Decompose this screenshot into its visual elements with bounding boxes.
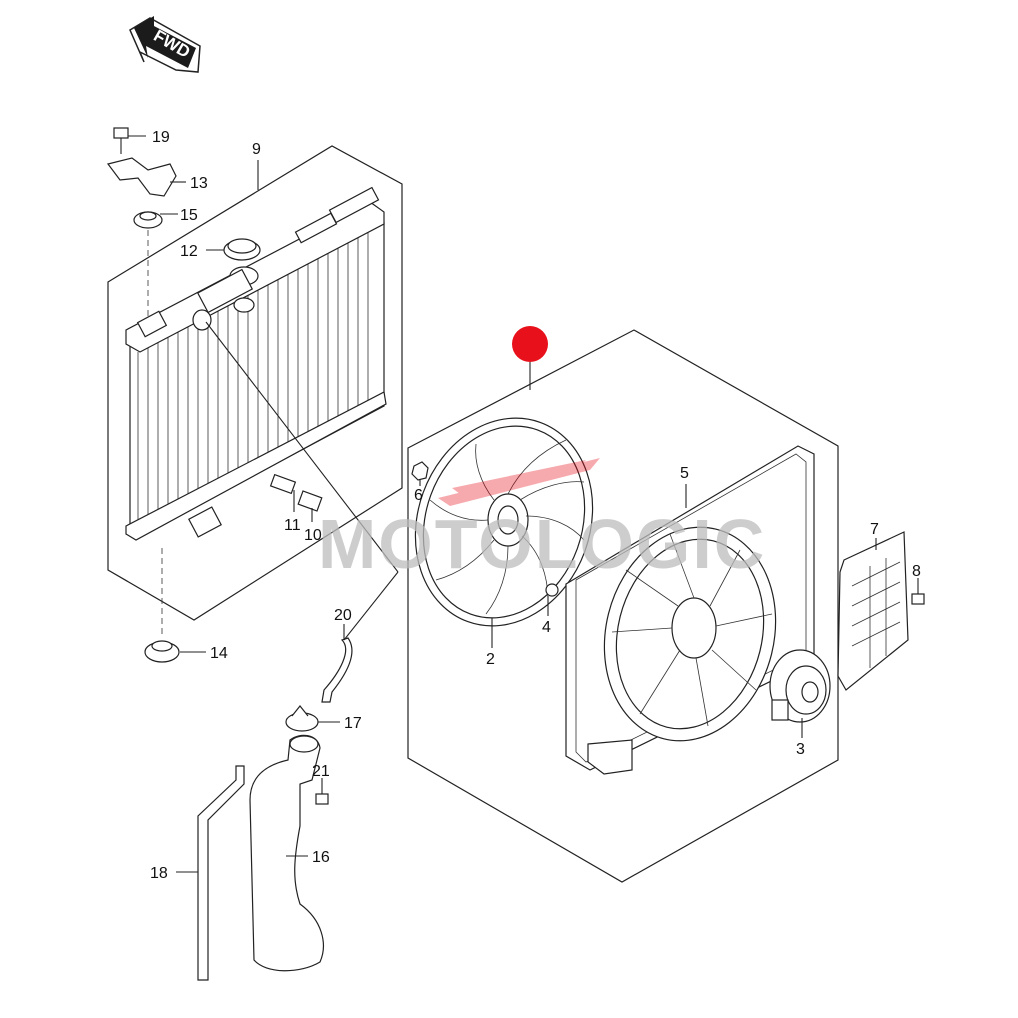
bolt-19 — [113, 127, 129, 154]
callout-12: 12 — [180, 243, 198, 260]
callout-11: 11 — [284, 517, 301, 534]
radiator-group-outline — [107, 145, 403, 621]
callout-5: 5 — [680, 465, 689, 482]
screw-4 — [545, 583, 559, 597]
callout-13: 13 — [190, 175, 208, 192]
callout-6: 6 — [414, 487, 423, 504]
highlight-marker[interactable] — [512, 326, 548, 362]
nut-6 — [411, 461, 429, 481]
bolt-21 — [315, 793, 329, 805]
fan-shroud — [565, 445, 815, 775]
reservoir-tank — [249, 734, 324, 972]
callout-17: 17 — [344, 715, 362, 732]
fan-group-outline — [407, 329, 839, 883]
callout-15: 15 — [180, 207, 198, 224]
callout-18: 18 — [150, 865, 168, 882]
callout-16: 16 — [312, 849, 330, 866]
callout-9: 9 — [252, 141, 261, 158]
screw-8 — [911, 593, 925, 605]
callout-4: 4 — [542, 619, 551, 636]
filler-neck — [192, 266, 259, 331]
callout-20: 20 — [334, 607, 352, 624]
bracket-7 — [837, 531, 909, 691]
radiator — [125, 186, 387, 541]
callout-3: 3 — [796, 741, 805, 758]
bushing-14 — [144, 640, 180, 663]
callout-8: 8 — [912, 563, 921, 580]
fan-motor — [769, 649, 831, 723]
callout-21: 21 — [312, 763, 330, 780]
drain-plug — [269, 473, 323, 512]
overflow-hose-18 — [197, 765, 245, 981]
watermark-swoosh-icon — [438, 458, 600, 506]
fan-blade — [414, 417, 594, 627]
fwd-arrow-icon: FWD — [129, 16, 201, 73]
callout-19: 19 — [152, 129, 170, 146]
callout-7: 7 — [870, 521, 879, 538]
callout-10: 10 — [304, 527, 322, 544]
callout-14: 14 — [210, 645, 228, 662]
hose-20 — [321, 637, 353, 703]
watermark: MOTOLOGIC — [318, 505, 766, 583]
callout-leaders — [128, 135, 919, 873]
radiator-cap — [223, 238, 261, 261]
bracket-13 — [106, 157, 177, 197]
reservoir-cap — [285, 705, 319, 732]
bushing-15 — [133, 211, 163, 229]
callout-2: 2 — [486, 651, 495, 668]
